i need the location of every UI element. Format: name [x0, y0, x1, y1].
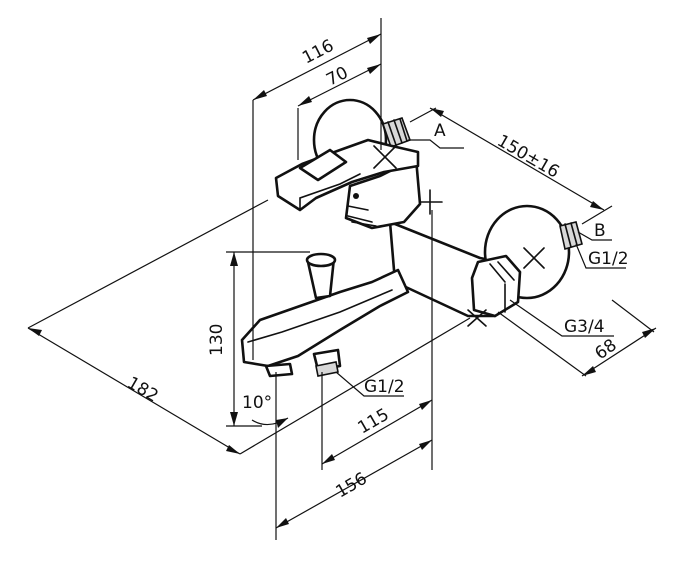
dim-115-label: 115 — [355, 405, 393, 439]
dim-10-angle-label: 10° — [242, 393, 272, 413]
diverter-top — [305, 252, 337, 268]
mixer-body-outline — [240, 98, 583, 378]
dim-70-label: 70 — [323, 63, 351, 91]
callout-g12-bottom-label: G1/2 — [364, 377, 405, 397]
callout-leaders — [335, 139, 626, 397]
dim-156-label: 156 — [333, 469, 371, 503]
callout-b-label: B — [594, 221, 606, 241]
cartridge-housing — [344, 156, 422, 230]
callout-g34-label: G3/4 — [564, 317, 605, 337]
dim-150-label: 150±16 — [494, 131, 563, 182]
dim-182-label: 182 — [124, 373, 162, 407]
dimension-lines — [27, 18, 657, 540]
callout-a-label: A — [434, 121, 446, 141]
dim-116-label: 116 — [299, 36, 337, 69]
dim-130-label: 130 — [207, 324, 227, 356]
lever-grip — [298, 148, 348, 182]
spout-aerator — [264, 362, 294, 378]
callout-g12-right-label: G1/2 — [588, 249, 629, 269]
thread-b — [559, 221, 583, 251]
vent-dot — [353, 193, 359, 199]
right-union-nut — [470, 254, 522, 318]
dim-68-label: 68 — [591, 335, 620, 364]
centerline-marks — [373, 145, 545, 327]
